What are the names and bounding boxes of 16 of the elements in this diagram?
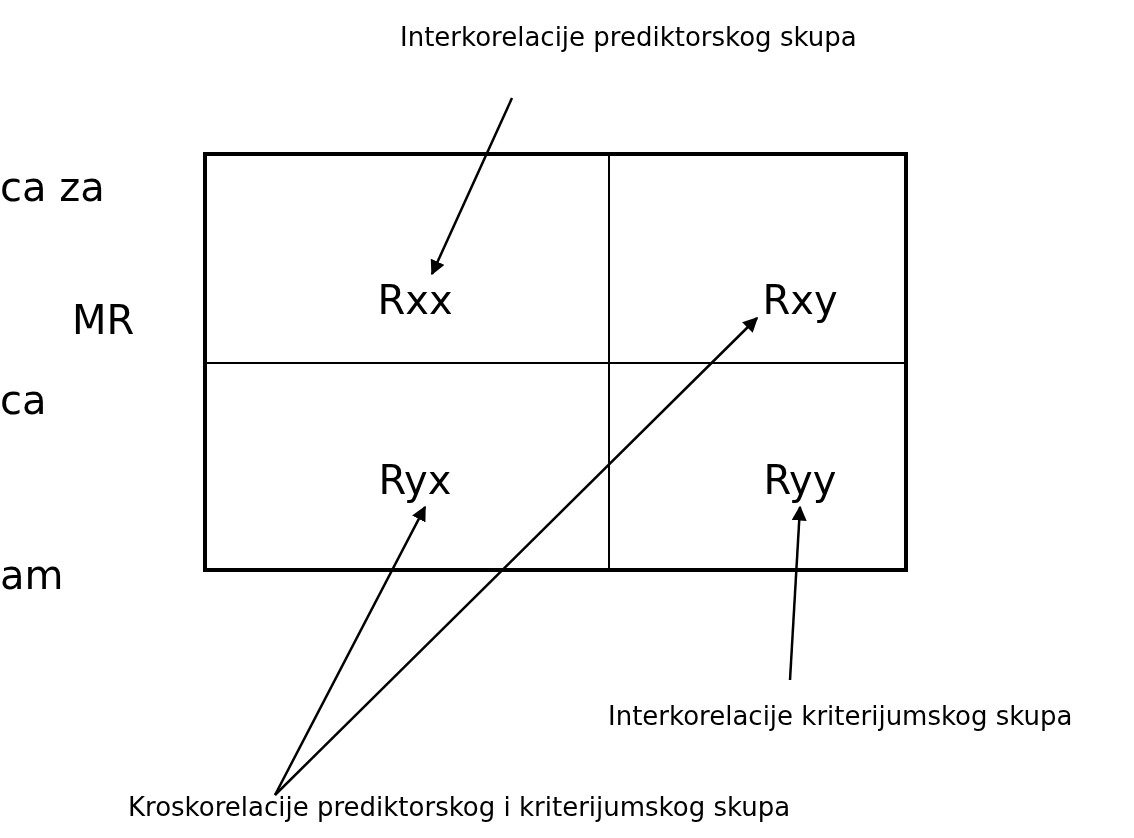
arrow (788, 505, 807, 681)
arrow (273, 505, 427, 796)
matrix-block-label: Ryy (755, 455, 845, 505)
annotation-text: Kroskorelacije prediktorskog i kriterijumskog skupa (128, 791, 791, 823)
matrix-block-label: Rxy (755, 275, 845, 325)
annotation-text: Interkorelacije kriterijumskog skupa (608, 700, 1073, 732)
arrow (274, 316, 759, 796)
annotation-text: Interkorelacije prediktorskog skupa (400, 21, 857, 53)
cut-off-text: am (0, 551, 64, 599)
cut-off-text: ca (0, 376, 47, 424)
arrow (430, 97, 514, 276)
matrix-block-label: Rxx (370, 275, 460, 325)
correlation-matrix-table (203, 152, 908, 572)
matrix-block-label: Ryx (370, 455, 460, 505)
cut-off-text: MR (72, 296, 135, 344)
cut-off-text: ca za (0, 163, 105, 211)
